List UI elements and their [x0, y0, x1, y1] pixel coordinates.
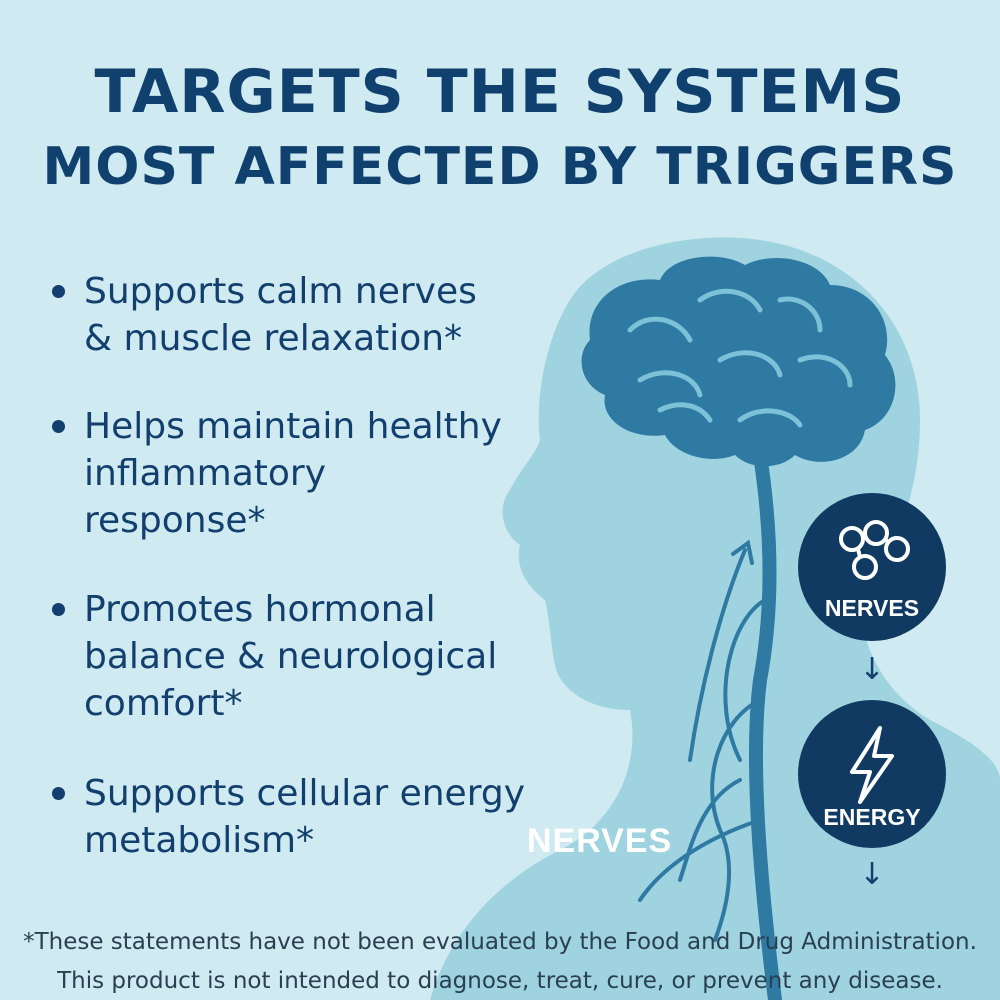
nerve-arrow-head [731, 539, 754, 565]
bullet-dot-icon [52, 285, 65, 298]
arrow-down-icon: ↓ [859, 857, 885, 892]
bullet-dot-icon [52, 787, 65, 800]
energy-badge-label: ENERGY [823, 804, 921, 830]
list-item: Supports calm nerves & muscle relaxation… [48, 268, 588, 362]
title-line-2: MOST AFFECTED BY TRIGGERS [42, 137, 958, 197]
list-item-line: comfort* [84, 683, 243, 724]
list-item-line: inflammatory [84, 453, 326, 494]
nerves-illustration-label: NERVES [527, 822, 673, 860]
nerve-branches [638, 598, 767, 942]
list-item-line: response* [84, 500, 266, 541]
spinal-cord [748, 448, 782, 1000]
list-item-line: balance & neurological [84, 636, 498, 677]
disclaimer-line-2: This product is not intended to diagnose… [57, 968, 943, 994]
list-item-line: Helps maintain healthy [84, 406, 502, 447]
arrow-down-icon: ↓ [859, 652, 885, 687]
page-title: TARGETS THE SYSTEMS MOST AFFECTED BY TRI… [0, 52, 1000, 202]
list-item-line: Supports calm nerves [84, 271, 477, 312]
fda-disclaimer: *These statements have not been evaluate… [0, 923, 1000, 1000]
list-item: Promotes hormonal balance & neurological… [48, 586, 588, 727]
list-item-line: Supports cellular energy [84, 773, 526, 814]
nerve-arrow-line [688, 548, 747, 762]
bullet-dot-icon [52, 420, 65, 433]
list-item: Helps maintain healthy inflammatory resp… [48, 403, 588, 544]
brain-shape [581, 256, 896, 467]
list-item: Supports cellular energy metabolism* [48, 770, 588, 864]
energy-badge: ENERGY [798, 700, 946, 848]
list-item-line: & muscle relaxation* [84, 318, 463, 359]
nerves-badge-label: NERVES [824, 595, 920, 621]
list-item-line: metabolism* [84, 820, 315, 861]
molecule-circles-icon [839, 520, 910, 580]
disclaimer-line-1: *These statements have not been evaluate… [23, 929, 977, 955]
lightning-bolt-icon [850, 726, 894, 804]
list-item-line: Promotes hormonal [84, 589, 436, 630]
nerves-badge: NERVES [798, 493, 946, 641]
bullet-dot-icon [52, 603, 65, 616]
title-line-1: TARGETS THE SYSTEMS [94, 57, 906, 127]
